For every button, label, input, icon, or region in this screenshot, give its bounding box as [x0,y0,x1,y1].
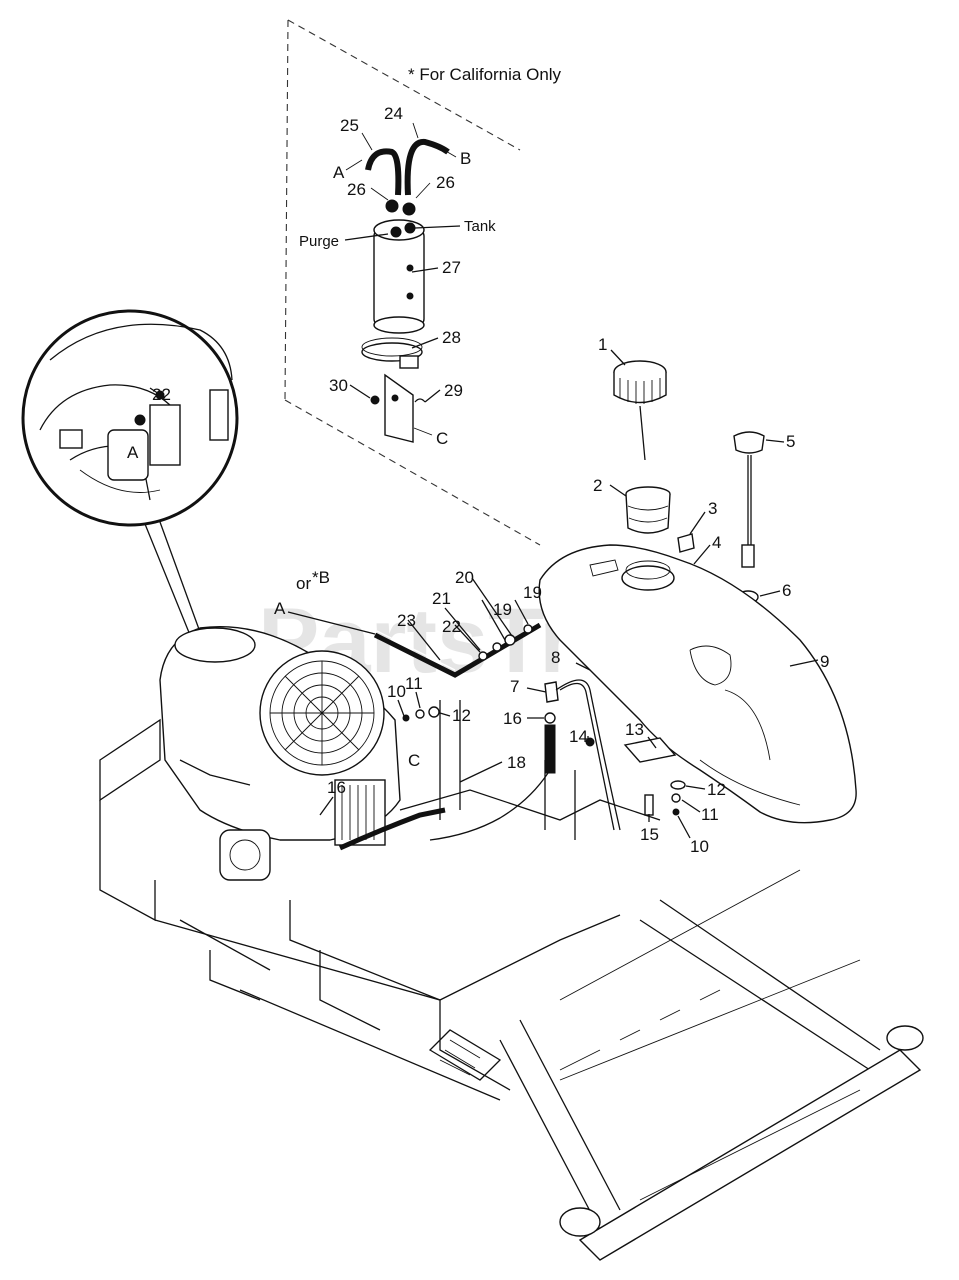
letter-c-bracket: C [436,429,448,448]
letter-or-b: *B [312,568,330,587]
canister-bracket [370,373,426,443]
letter-a-line: A [274,599,286,618]
fuel-cap: 1 [598,335,667,461]
letter-c-frame: C [408,751,420,770]
vapor-hose-24 [404,139,450,196]
label-3: 3 [708,499,717,518]
letter-a-hose: A [333,163,345,182]
label-28: 28 [442,328,461,347]
label-10-left: 10 [387,682,406,701]
label-9: 9 [820,652,829,671]
letter-or: or [296,574,311,593]
label-19-right: 19 [523,583,542,602]
label-29: 29 [444,381,463,400]
label-27: 27 [442,258,461,277]
label-4: 4 [712,533,721,552]
label-26-right: 26 [436,173,455,192]
hardware-right: 13 12 11 10 15 [623,720,726,856]
vapor-hose-25 [365,148,402,196]
fuel-line: 23 21 20 19 19 22 A or *B [274,568,542,678]
california-only-note: * For California Only [408,65,562,84]
letter-a-inset: A [127,443,139,462]
evap-canister [373,199,425,334]
purge-callout: Purge [299,233,339,250]
california-evap-section: * For California Only [284,19,562,546]
label-30: 30 [329,376,348,395]
label-19-left: 19 [493,600,512,619]
label-7: 7 [510,677,519,696]
label-6: 6 [782,581,791,600]
label-26-left: 26 [347,180,366,199]
label-14: 14 [569,727,588,746]
chassis-frame [99,700,924,1261]
label-16-pump: 16 [503,709,522,728]
label-10-right: 10 [690,837,709,856]
label-16-engine: 16 [327,778,346,797]
fuel-pump-group: 8 7 16 14 18 [429,648,621,841]
canister-clamp [361,337,423,369]
label-12-left: 12 [452,706,471,725]
letter-b-hose: B [460,149,471,168]
label-1: 1 [598,335,607,354]
label-22: 22 [442,617,461,636]
inset-detail: 22 A [21,309,239,636]
label-11-right: 11 [701,805,719,824]
label-5: 5 [786,432,795,451]
label-22-inset: 22 [152,385,171,404]
label-25: 25 [340,116,359,135]
engine: 16 [159,625,446,881]
fuel-strainer: 2 [593,476,671,534]
hardware-left: 10 11 12 C [387,674,471,770]
label-24: 24 [384,104,403,123]
label-15: 15 [640,825,659,844]
label-8: 8 [551,648,560,667]
label-18: 18 [507,753,526,772]
dipstick: 5 [733,431,795,568]
label-13: 13 [625,720,644,739]
label-20: 20 [455,568,474,587]
label-12-right: 12 [707,780,726,799]
label-23: 23 [397,611,416,630]
fuel-tank: 9 [538,544,857,824]
label-2: 2 [593,476,602,495]
label-11-left: 11 [405,674,423,693]
label-21: 21 [432,589,451,608]
tank-callout: Tank [464,218,496,235]
